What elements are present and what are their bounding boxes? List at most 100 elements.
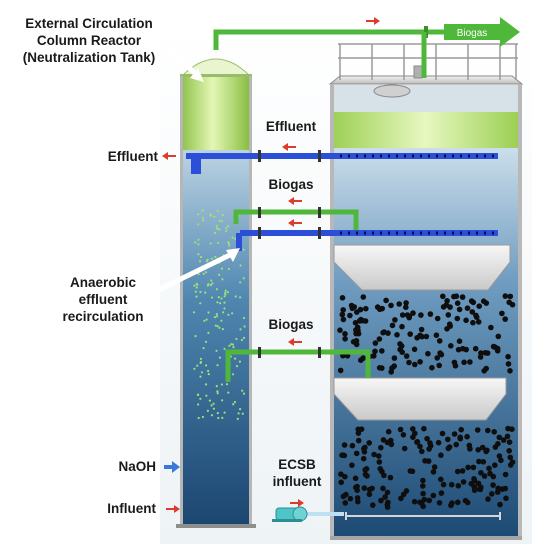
gas-bubble bbox=[212, 407, 215, 410]
sludge-granule bbox=[414, 439, 420, 445]
sludge-granule bbox=[455, 346, 462, 353]
gas-bubble bbox=[242, 316, 245, 320]
sludge-granule bbox=[398, 343, 405, 349]
sludge-granule bbox=[502, 293, 509, 299]
sludge-granule bbox=[458, 426, 465, 433]
gas-bubble bbox=[195, 282, 198, 285]
gas-bubble bbox=[234, 237, 237, 240]
sludge-granule bbox=[430, 492, 437, 499]
reactor-roof bbox=[328, 75, 524, 85]
flow-arrow bbox=[288, 338, 302, 346]
sludge-granule bbox=[437, 350, 443, 356]
sludge-granule bbox=[476, 458, 482, 465]
sludge-granule bbox=[385, 428, 392, 435]
gas-bubble bbox=[238, 360, 241, 363]
title-line-1: External Circulation bbox=[25, 16, 153, 31]
gas-bubble bbox=[224, 291, 227, 295]
gas-bubble bbox=[240, 338, 243, 342]
gas-bubble bbox=[194, 290, 197, 293]
sludge-granule bbox=[456, 306, 463, 313]
sludge-granule bbox=[349, 462, 355, 469]
biogas-bubbles bbox=[192, 209, 246, 420]
sludge-granule bbox=[509, 426, 515, 433]
sludge-granule bbox=[339, 311, 346, 318]
gas-bubble bbox=[207, 331, 210, 334]
sludge-granule bbox=[498, 457, 504, 464]
gas-bubble bbox=[197, 273, 200, 276]
gas-bubble bbox=[213, 316, 216, 319]
gas-bubble bbox=[197, 243, 200, 246]
sludge-granule bbox=[436, 362, 443, 369]
gas-bubble bbox=[199, 290, 202, 294]
gas-bubble bbox=[206, 409, 209, 412]
sludge-granule bbox=[349, 442, 356, 449]
sludge-granule bbox=[407, 331, 414, 337]
sludge-granule bbox=[451, 359, 458, 366]
sludge-granule bbox=[352, 475, 359, 482]
gas-bubble bbox=[207, 283, 210, 286]
reactor-water bbox=[332, 145, 518, 537]
sludge-granule bbox=[454, 468, 461, 475]
gas-bubble bbox=[243, 325, 246, 328]
gas-bubble bbox=[217, 241, 220, 244]
gas-bubble bbox=[239, 328, 242, 331]
sludge-granule bbox=[400, 491, 407, 498]
gas-bubble bbox=[216, 364, 219, 367]
sludge-granule bbox=[360, 294, 367, 300]
sludge-granule bbox=[436, 338, 443, 344]
sludge-granule bbox=[412, 361, 418, 368]
sludge-granule bbox=[438, 490, 445, 496]
sludge-granule bbox=[411, 346, 418, 353]
sludge-granule bbox=[478, 484, 484, 491]
sludge-granule bbox=[436, 500, 443, 506]
sludge-granule bbox=[444, 298, 450, 304]
gas-bubble bbox=[209, 284, 212, 287]
ecsb-line-2: influent bbox=[272, 474, 322, 489]
sludge-granule bbox=[429, 364, 435, 371]
gas-bubble bbox=[194, 241, 197, 244]
gas-bubble bbox=[216, 325, 219, 328]
gas-bubble bbox=[199, 357, 202, 360]
gas-bubble bbox=[215, 227, 218, 230]
recirculation-line-1: Anaerobic bbox=[69, 275, 137, 290]
gas-bubble bbox=[242, 336, 246, 339]
sludge-granule bbox=[412, 430, 418, 437]
sludge-granule bbox=[460, 479, 467, 485]
sludge-granule bbox=[507, 454, 514, 461]
sludge-granule bbox=[495, 333, 502, 340]
sludge-granule bbox=[372, 348, 378, 355]
gas-bubble bbox=[202, 347, 205, 350]
gas-bubble bbox=[239, 296, 242, 299]
recirculation-downcomer bbox=[236, 233, 242, 251]
tank-callout bbox=[166, 46, 200, 78]
sludge-granule bbox=[466, 442, 473, 449]
gas-bubble bbox=[209, 242, 212, 245]
sludge-granule bbox=[453, 293, 460, 300]
sludge-granule bbox=[398, 495, 404, 502]
gas-bubble bbox=[197, 416, 200, 420]
sludge-granule bbox=[376, 365, 383, 371]
sludge-granule bbox=[417, 499, 423, 506]
sludge-granule bbox=[380, 485, 386, 492]
gas-bubble bbox=[197, 238, 200, 241]
sludge-granule bbox=[494, 348, 501, 354]
gas-bubble bbox=[223, 411, 226, 414]
gas-bubble bbox=[201, 216, 204, 219]
gas-bubble bbox=[227, 267, 230, 271]
lower-settler bbox=[333, 377, 507, 421]
sludge-granule bbox=[454, 300, 461, 307]
gas-bubble bbox=[242, 277, 245, 280]
gas-bubble bbox=[196, 364, 199, 367]
sludge-granule bbox=[499, 310, 505, 317]
ecsb-line-1: ECSB bbox=[278, 457, 316, 472]
sludge-granule bbox=[403, 304, 409, 311]
gas-bubble bbox=[242, 392, 246, 395]
gas-bubble bbox=[215, 315, 219, 318]
gas-bubble bbox=[241, 412, 244, 415]
sludge-granule bbox=[387, 474, 394, 481]
gas-bubble bbox=[228, 244, 231, 247]
sludge-granule bbox=[426, 497, 433, 504]
recirculation-callout bbox=[144, 249, 238, 299]
effluent-overflow bbox=[191, 158, 201, 174]
